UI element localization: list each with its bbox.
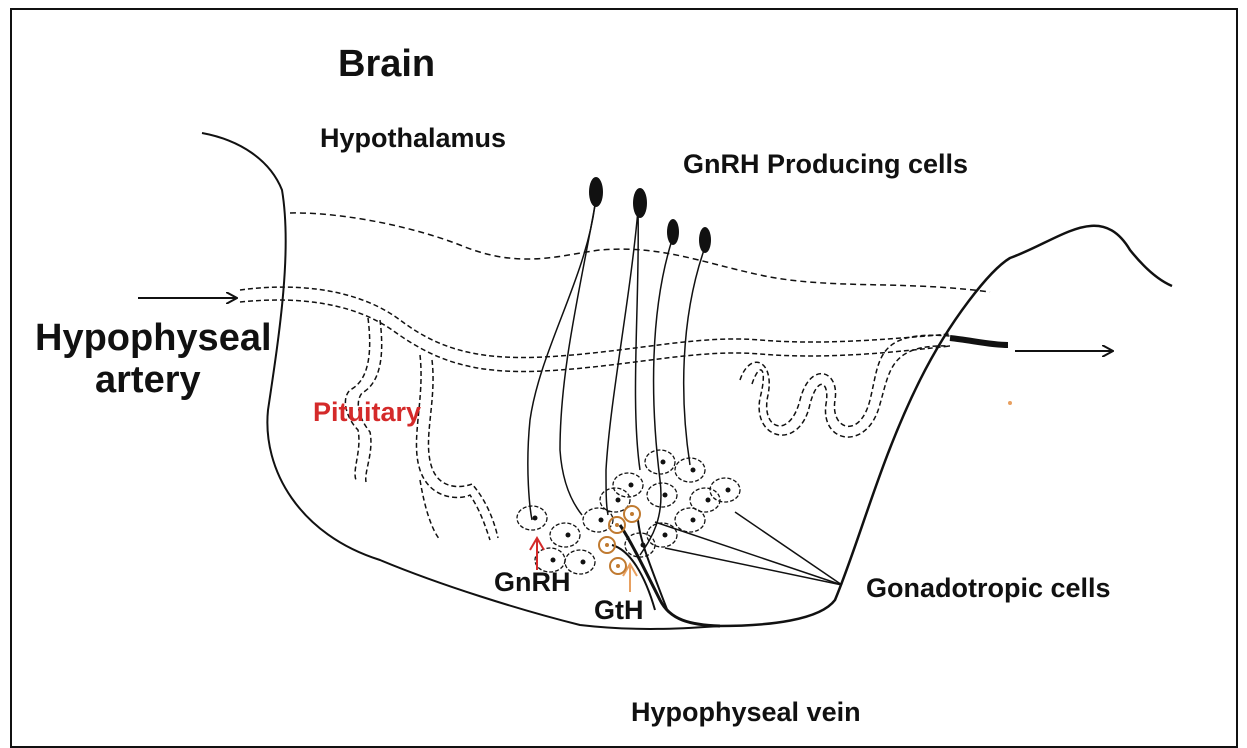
portal-branch-2b — [428, 360, 498, 538]
gonadotropic-pointer-2 — [655, 522, 842, 585]
gonadotropic-cell — [675, 508, 705, 532]
gnrh-neuron-3 — [667, 219, 679, 245]
gonadotropic-cell-nucleus — [616, 498, 621, 503]
gonadotropic-cell-nucleus — [629, 483, 634, 488]
artery-vessel-top — [240, 287, 950, 357]
gonadotropic-cell — [645, 450, 675, 474]
gonadotropic-cell-nucleus — [726, 488, 731, 493]
gonadotropic-cell-nucleus — [691, 518, 696, 523]
gonadotropic-cell-nucleus — [706, 498, 711, 503]
hypophyseal-vein-label: Hypophyseal vein — [631, 698, 861, 728]
gnrh-label: GnRH — [494, 568, 571, 598]
gonadotropic-cell — [625, 533, 655, 557]
gonadotropic-cell — [647, 483, 677, 507]
brain-label: Brain — [338, 44, 435, 86]
hypophyseal-artery-label-line2: artery — [95, 360, 201, 402]
gnrh-axon-1 — [528, 205, 595, 520]
gonadotropic-cell — [583, 508, 613, 532]
gth-cell-2-nucleus — [630, 512, 634, 516]
gnrh-axon-4 — [684, 250, 704, 465]
gnrh-neuron-2 — [633, 188, 647, 218]
portal-branch-3 — [420, 480, 440, 540]
gth-cell-3-nucleus — [605, 543, 609, 547]
artery-vessel-bottom — [240, 300, 950, 371]
gonadotropic-cell-nucleus — [663, 493, 668, 498]
gth-cell-1-nucleus — [615, 523, 619, 527]
gonadotropic-cell-nucleus — [599, 518, 604, 523]
gnrh-axon-3 — [640, 240, 672, 555]
gonadotropic-cell — [613, 473, 643, 497]
hypothalamus-label: Hypothalamus — [320, 124, 506, 154]
gonadotropic-cell — [550, 523, 580, 547]
gonadotropic-cell-nucleus — [533, 516, 538, 521]
gth-label: GtH — [594, 596, 644, 626]
gonadotropic-cell-nucleus — [691, 468, 696, 473]
hypophyseal-artery-label-line1: Hypophyseal — [35, 318, 272, 360]
gonadotropic-cell-nucleus — [661, 460, 666, 465]
orange-dot — [1008, 401, 1012, 405]
gnrh-neuron-1 — [589, 177, 603, 207]
gonadotropic-cell-nucleus — [581, 560, 586, 565]
gonadotropic-cell-nucleus — [551, 558, 556, 563]
vein-outflow — [950, 338, 1008, 345]
hypothalamus-boundary — [290, 213, 990, 292]
gonadotropic-cell-nucleus — [663, 533, 668, 538]
gnrh-neuron-4 — [699, 227, 711, 253]
gonadotropic-cell-nucleus — [566, 533, 571, 538]
gonadotropic-cells-label: Gonadotropic cells — [866, 574, 1111, 604]
gth-cell-4-nucleus — [616, 564, 620, 568]
gnrh-producing-cells-label: GnRH Producing cells — [683, 150, 968, 180]
pituitary-label: Pituitary — [313, 398, 421, 428]
vein-loops-inner — [752, 346, 950, 437]
